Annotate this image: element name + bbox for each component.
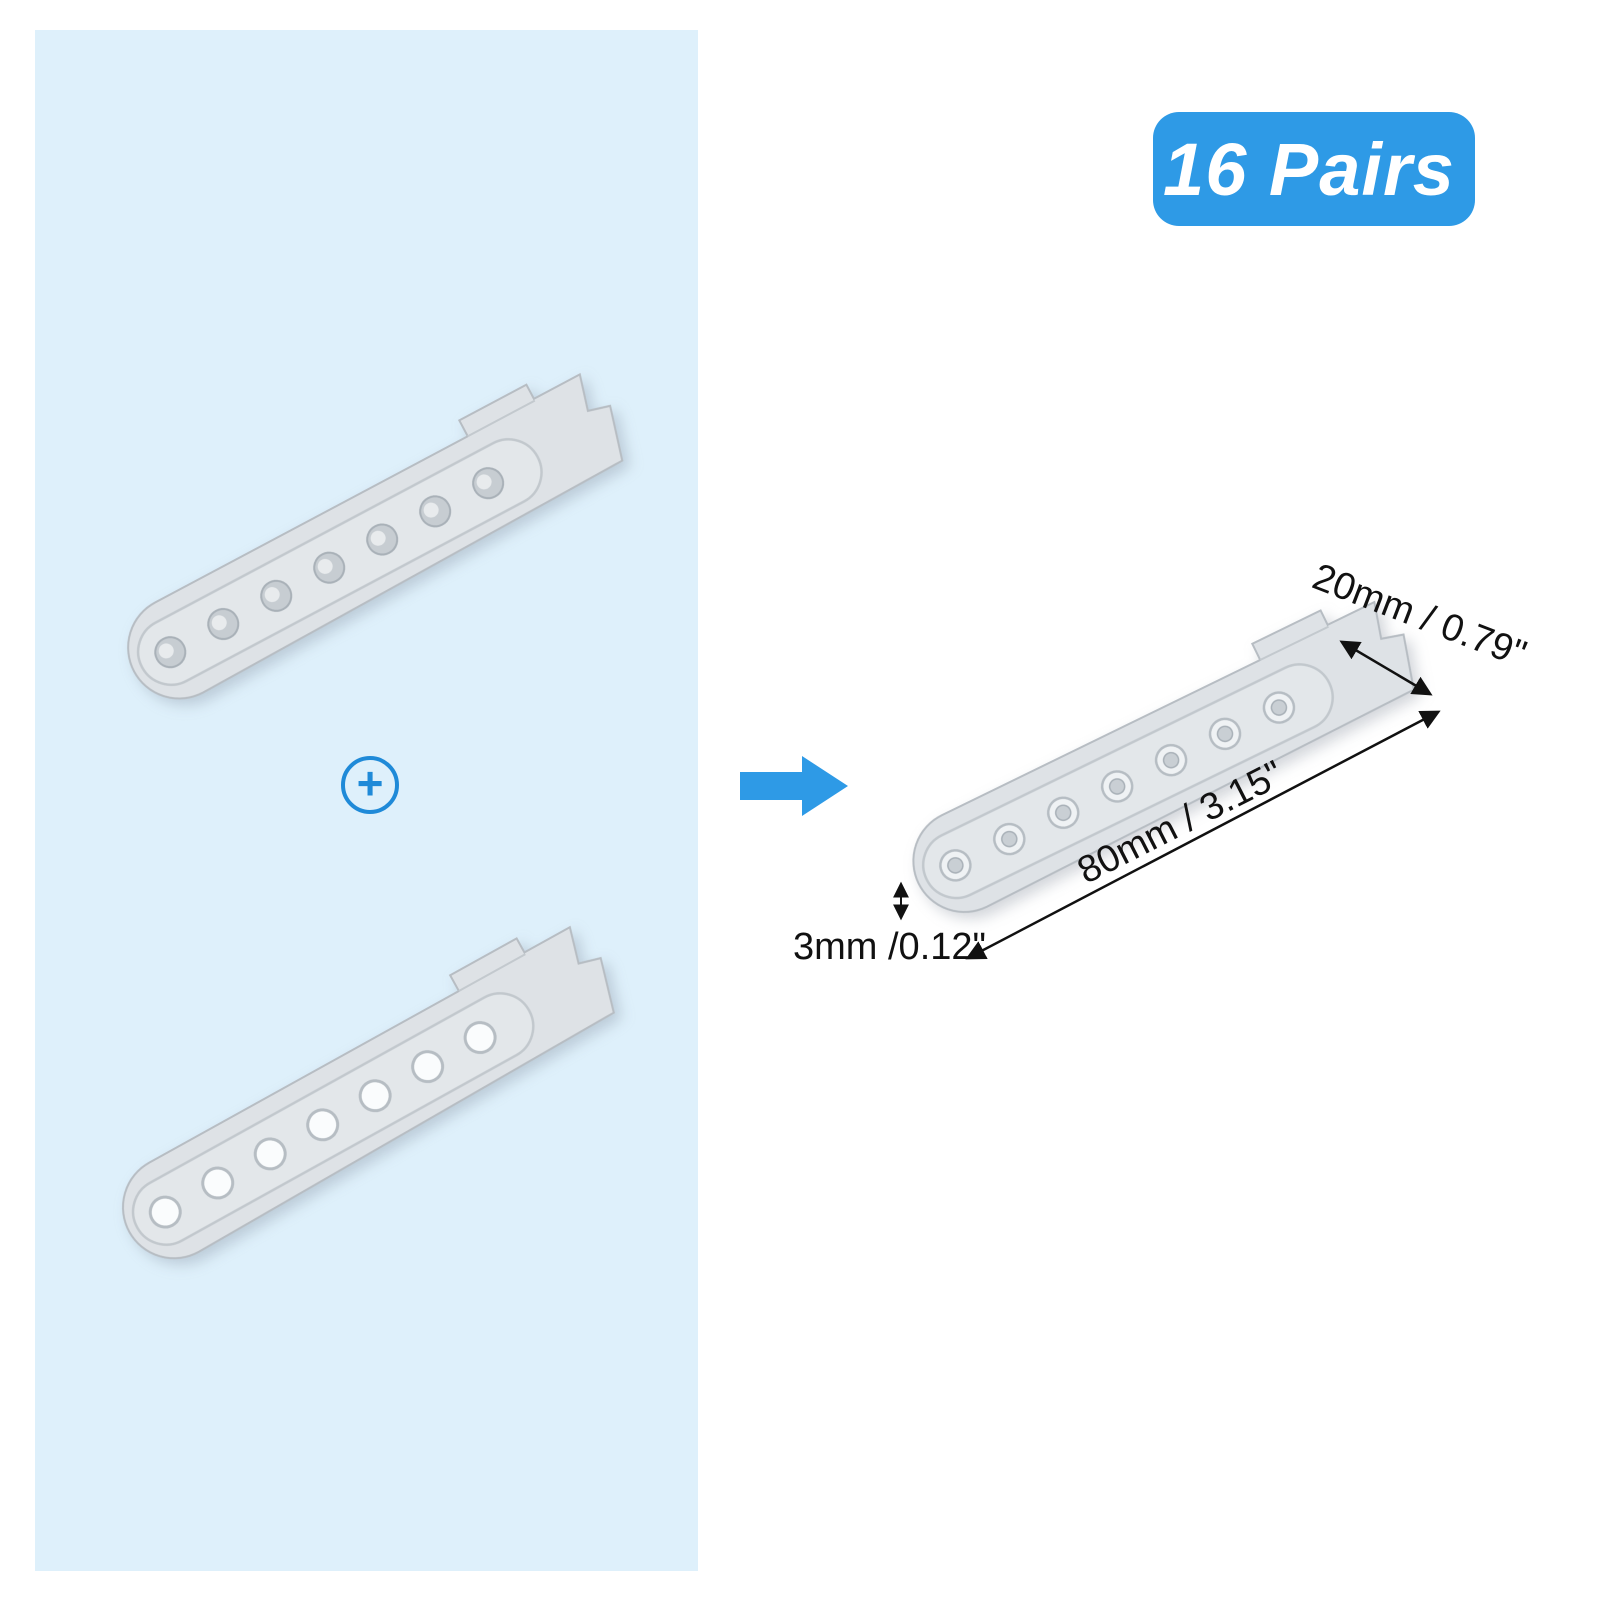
stud-row — [154, 467, 505, 669]
assembled-strap — [863, 573, 1452, 967]
strap-with-studs — [77, 345, 662, 754]
combine-arrow-graphic — [740, 756, 848, 816]
pairs-badge: 16 Pairs — [1153, 112, 1475, 226]
plus-icon: + — [341, 756, 399, 814]
assembled-strap-graphic — [912, 600, 1415, 913]
combine-arrow-icon — [740, 756, 848, 821]
thickness-dimension-label: 3mm /0.12" — [793, 926, 987, 968]
pairs-badge-label: 16 Pairs — [1163, 127, 1455, 211]
hole-row — [148, 1021, 497, 1229]
strap-with-studs-graphic — [127, 372, 624, 700]
strap-step-line — [1259, 625, 1329, 661]
strap-step-line — [467, 399, 536, 438]
strap-with-holes-graphic — [122, 925, 615, 1260]
strap-step-line — [458, 953, 526, 992]
plus-icon-glyph: + — [356, 756, 384, 809]
strap-with-holes — [71, 897, 653, 1314]
